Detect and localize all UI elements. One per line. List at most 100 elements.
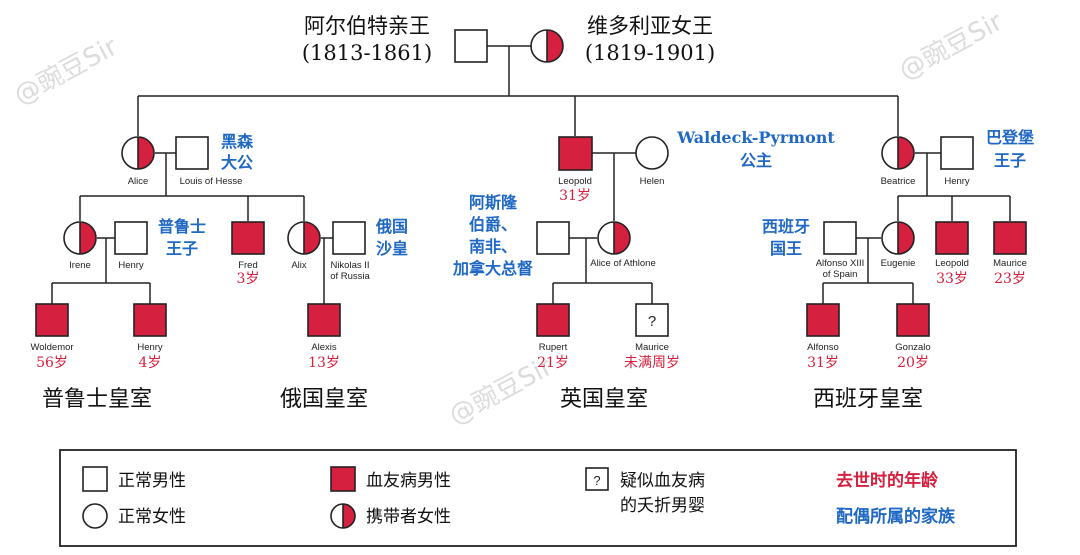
maurice-ath-square	[635, 303, 669, 337]
legend-question-mark: ?	[593, 473, 600, 488]
alfonso-label: Alfonso	[807, 342, 839, 353]
spain-label-2: 国王	[770, 239, 802, 258]
prussia-label-2: 王子	[166, 239, 198, 258]
alfonso-xiii-label-2: of Spain	[823, 269, 858, 280]
maurice-ath-label: Maurice	[635, 342, 669, 353]
louis-label: Louis of Hesse	[180, 176, 243, 187]
albert-name: 阿尔伯特亲王	[304, 14, 430, 38]
house-prussia: 普鲁士皇室	[42, 387, 152, 412]
irene-label: Irene	[69, 260, 91, 271]
leopold-bat-age: 33岁	[936, 271, 968, 287]
henry-jr-label: Henry	[137, 342, 163, 353]
henry-batt-square	[940, 136, 974, 170]
alexis-age: 13岁	[308, 355, 340, 371]
legend-question-icon	[585, 467, 609, 491]
watermark-top-right: @豌豆Sir	[894, 7, 1008, 86]
eugenie-carrier-circle	[881, 221, 915, 255]
spain-label-1: 西班牙	[762, 217, 810, 236]
athlone-label-2: 伯爵、	[469, 215, 517, 234]
irene-carrier-circle	[63, 221, 97, 255]
legend-normal-male-label: 正常男性	[118, 471, 186, 491]
rupert-square	[536, 303, 570, 337]
house-britain: 英国皇室	[560, 387, 648, 412]
alfonso-xiii-square	[823, 221, 857, 255]
legend-spouse-family: 配偶所属的家族	[836, 506, 956, 527]
legend-normal-female-icon	[82, 503, 108, 529]
maurice-ath-age: 未满周岁	[624, 355, 680, 371]
pedigree-lines	[51, 45, 1011, 304]
woldemor-label: Woldemor	[30, 342, 73, 353]
louis-square	[175, 136, 209, 170]
maurice-ath-question: ?	[648, 313, 656, 330]
baden-label-2: 王子	[994, 151, 1026, 170]
watermark-left: @豌豆Sir	[9, 32, 123, 111]
legend-carrier-female-label: 携带者女性	[366, 507, 451, 527]
rupert-age: 21岁	[537, 355, 569, 371]
leopold-bat-square	[935, 221, 969, 255]
fred-age: 3岁	[237, 271, 260, 287]
helen-circle	[635, 136, 669, 170]
helen-label: Helen	[640, 176, 665, 187]
henry-prussia-square	[114, 221, 148, 255]
alice-athlone-carrier-circle	[597, 221, 631, 255]
hesse-label-1: 黑森	[221, 132, 254, 151]
leopold-duke-square	[558, 136, 593, 171]
leopold-duke-label: Leopold	[558, 176, 592, 187]
house-russia: 俄国皇室	[280, 387, 368, 412]
nikolas-label-1: Nikolas II	[330, 260, 369, 271]
nikolas-label-2: of Russia	[330, 271, 370, 282]
alice-label: Alice	[128, 176, 149, 187]
woldemor-age: 56岁	[36, 355, 68, 371]
rupert-label: Rupert	[539, 342, 568, 353]
legend-suspect-label-1: 疑似血友病	[620, 471, 705, 491]
alfonso-age: 31岁	[807, 355, 839, 371]
baden-label-1: 巴登堡	[986, 128, 1034, 147]
albert-square	[454, 29, 488, 63]
victoria-years: (1819-1901)	[585, 41, 715, 65]
russia-label-2: 沙皇	[376, 239, 408, 258]
alfonso-xiii-label-1: Alfonso XIII	[816, 258, 865, 269]
legend-hemophilia-male-icon	[330, 466, 356, 492]
albert-years: (1813-1861)	[302, 41, 432, 65]
victoria-name: 维多利亚女王	[587, 14, 713, 38]
henry-prussia-label: Henry	[118, 260, 144, 271]
legend-normal-male-icon	[82, 466, 108, 492]
legend-carrier-female-icon	[330, 503, 356, 529]
henry-batt-label: Henry	[944, 176, 970, 187]
athlone-husband-square	[536, 221, 570, 255]
alexis-square	[307, 303, 341, 337]
leopold-duke-age: 31岁	[559, 188, 591, 204]
athlone-label-1: 阿斯隆	[469, 193, 518, 212]
alice-carrier-circle	[121, 136, 155, 170]
legend-suspect-label-2: 的夭折男婴	[620, 496, 705, 516]
gonzalo-square	[896, 303, 930, 337]
russia-label-1: 俄国	[375, 217, 408, 236]
alfonso-square	[806, 303, 840, 337]
legend-death-age: 去世时的年龄	[836, 470, 939, 491]
waldeck-label-1: Waldeck-Pyrmont	[676, 128, 835, 147]
maurice-bat-label: Maurice	[993, 258, 1027, 269]
maurice-bat-square	[993, 221, 1027, 255]
woldemor-square	[35, 303, 69, 337]
henry-jr-square	[133, 303, 167, 337]
beatrice-label: Beatrice	[881, 176, 916, 187]
victoria-carrier-circle	[530, 29, 564, 63]
legend-hemophilia-male-label: 血友病男性	[366, 471, 451, 491]
alice-athlone-label: Alice of Athlone	[590, 258, 656, 269]
gonzalo-label: Gonzalo	[895, 342, 930, 353]
legend: 正常男性 正常女性 血友病男性 携带者女性 ? 疑似血友病 的夭折男婴 去世时的…	[59, 449, 1017, 547]
house-spain: 西班牙皇室	[813, 387, 923, 412]
alexis-label: Alexis	[311, 342, 337, 353]
alix-carrier-circle	[287, 221, 321, 255]
fred-square	[231, 221, 265, 255]
athlone-label-3: 南非、	[469, 237, 517, 256]
gonzalo-age: 20岁	[897, 355, 929, 371]
athlone-label-4: 加拿大总督	[452, 259, 533, 278]
legend-frame	[59, 449, 1017, 547]
alix-label: Alix	[291, 260, 307, 271]
leopold-bat-label: Leopold	[935, 258, 969, 269]
prussia-label-1: 普鲁士	[158, 217, 206, 236]
eugenie-label: Eugenie	[881, 258, 916, 269]
fred-label: Fred	[238, 260, 258, 271]
